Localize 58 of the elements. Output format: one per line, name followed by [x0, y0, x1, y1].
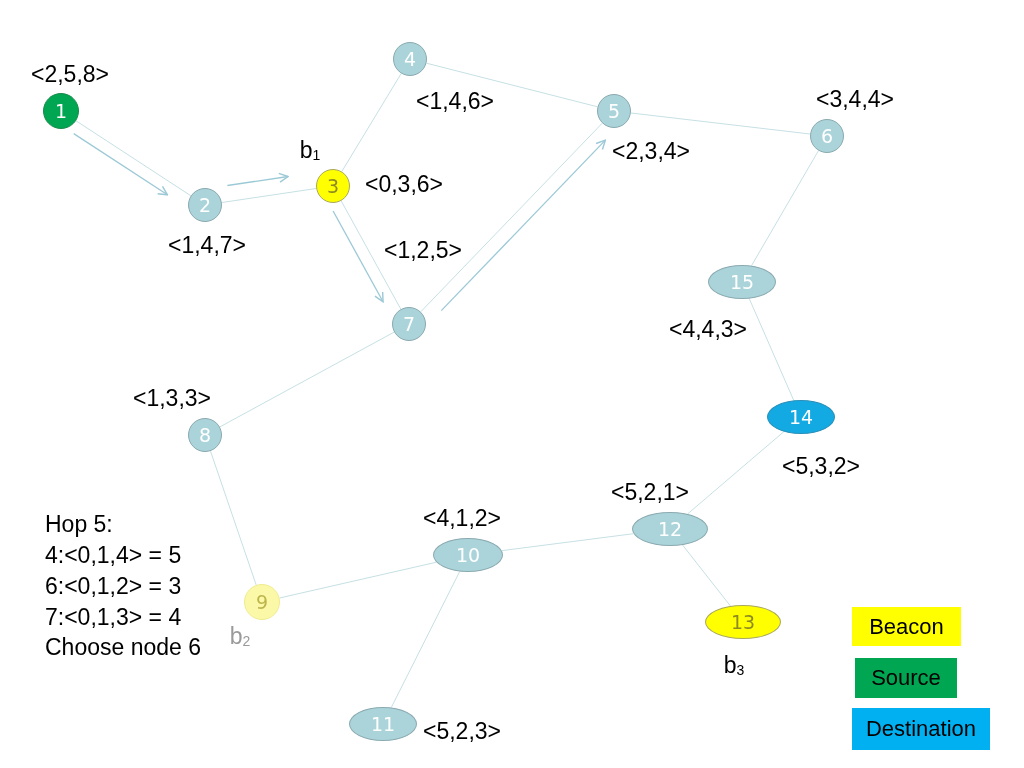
tuple-label: <5,3,2> [782, 453, 860, 479]
route-arrow [332, 210, 384, 303]
link-line [210, 450, 257, 586]
network-node: 15 [708, 265, 776, 299]
tuple-label: <1,4,6> [416, 88, 494, 114]
network-node: 4 [393, 42, 427, 76]
network-node: 12 [632, 512, 708, 546]
network-node: 5 [597, 94, 631, 128]
note-text: 6:<0,1,2> = 3 [45, 574, 182, 600]
legend-key: Beacon [852, 607, 961, 646]
route-arrow [73, 132, 169, 196]
network-node: 10 [433, 538, 503, 572]
tuple-label: <2,3,4> [612, 138, 690, 164]
link-line [501, 533, 634, 552]
network-node: 1 [43, 93, 79, 129]
network-node: 7 [392, 307, 426, 341]
link-line [751, 150, 819, 267]
network-node: 3 [316, 169, 350, 203]
link-line [341, 73, 402, 172]
note-text: 7:<0,1,3> = 4 [45, 605, 182, 631]
link-line [390, 571, 461, 708]
tuple-label: <0,3,6> [365, 171, 443, 197]
link-line [221, 188, 317, 203]
route-arrow [226, 172, 289, 187]
link-line [748, 298, 795, 401]
network-node: 2 [188, 188, 222, 222]
link-line [279, 561, 437, 599]
link-line [340, 200, 402, 310]
note-text: Hop 5: [45, 512, 113, 538]
network-node: 8 [188, 418, 222, 452]
link-line [75, 120, 192, 197]
tuple-label: <4,4,3> [669, 316, 747, 342]
network-node: 13 [705, 605, 781, 639]
link-line [630, 112, 811, 135]
beacon-label: b$_{1}$ [299, 137, 321, 163]
legend-key: Source [855, 658, 957, 698]
tuple-label: <3,4,4> [816, 86, 894, 112]
note-text: 4:<0,1,4> = 5 [45, 543, 182, 569]
tuple-label: <1,4,7> [168, 232, 246, 258]
network-node: 6 [810, 119, 844, 153]
network-node: 11 [349, 707, 417, 741]
tuple-label: <4,1,2> [423, 505, 501, 531]
network-node: 14 [767, 400, 835, 434]
note-text: Choose node 6 [45, 635, 201, 661]
tuple-label: <5,2,1> [611, 479, 689, 505]
tuple-label: <2,5,8> [31, 61, 109, 87]
legend-key: Destination [852, 708, 990, 750]
tuple-label: <5,2,3> [423, 718, 501, 744]
link-line [682, 544, 731, 607]
beacon-label: b$_{3}$ [723, 652, 745, 678]
tuple-label: <1,2,5> [384, 237, 462, 263]
link-line [425, 62, 599, 108]
link-line [420, 122, 603, 313]
tuple-label: <1,3,3> [133, 385, 211, 411]
beacon-label: b$_{2}$ [229, 623, 251, 649]
route-arrow [440, 139, 607, 312]
link-line [219, 331, 395, 428]
network-node: 9 [244, 584, 280, 620]
